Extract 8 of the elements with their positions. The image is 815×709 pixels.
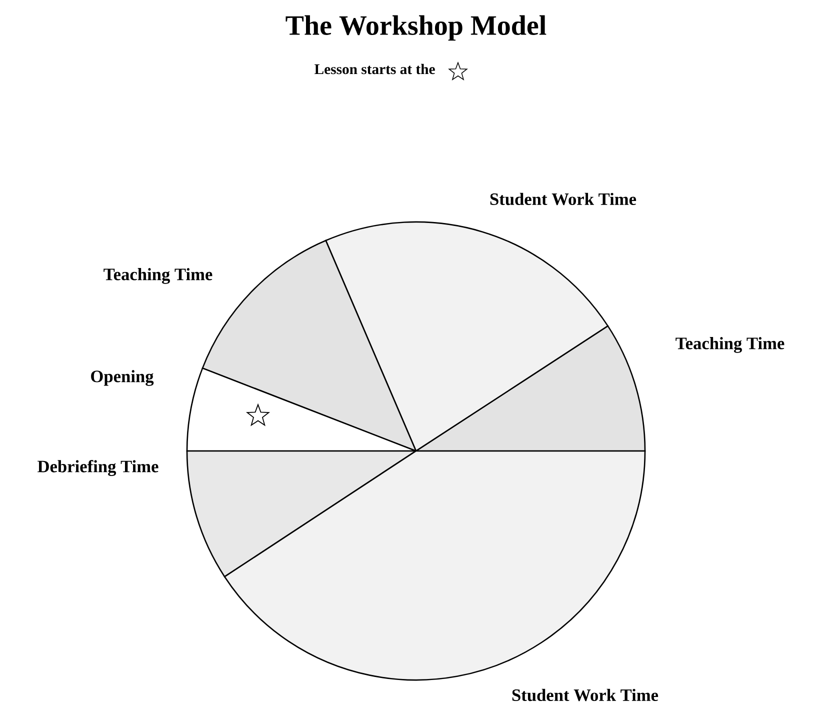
node-label: Debriefing Time [38, 460, 158, 476]
node-label: Student Work Time [512, 688, 658, 702]
node-label: Student Work Time [490, 192, 636, 206]
node-label: Opening [91, 370, 154, 386]
node-label: Teaching Time [676, 337, 784, 353]
subtitle: Lesson starts at the [314, 64, 435, 74]
title: The Workshop Model [286, 15, 546, 41]
node-label: Teaching Time [104, 268, 212, 284]
